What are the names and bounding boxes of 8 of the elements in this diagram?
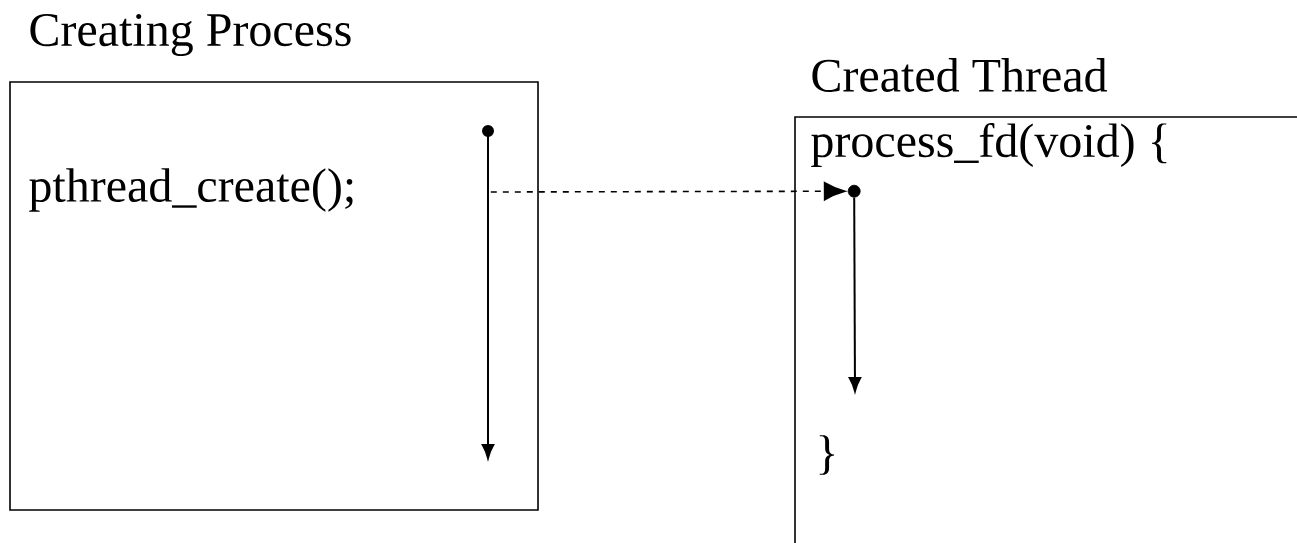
arrow xyxy=(848,196,862,392)
box-heading: Creating Process xyxy=(30,13,351,57)
process-box: pthread_create(); xyxy=(9,81,539,511)
node-label: } xyxy=(819,435,835,475)
arrow xyxy=(490,181,846,201)
process-box: process_fd(void) { } xyxy=(794,116,1297,543)
box-heading: Created Thread xyxy=(812,58,1107,92)
node-label: process_fd(void) { xyxy=(811,123,1167,168)
